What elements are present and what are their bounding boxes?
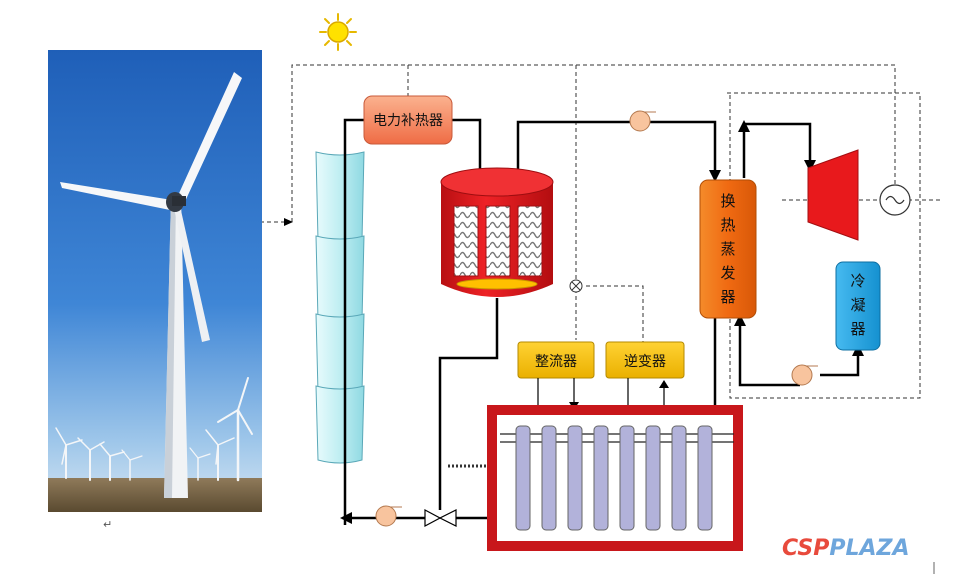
condenser-label-2: 凝	[850, 296, 865, 314]
steam-generator	[699, 179, 757, 319]
condenser-label-1: 冷	[850, 272, 865, 290]
wind-turbine-photo	[48, 50, 262, 512]
turbine-blade-top	[176, 72, 242, 208]
pump-icon	[629, 110, 656, 132]
sky	[48, 50, 262, 512]
tank-coil	[517, 205, 543, 277]
turbine-blade-left	[60, 182, 172, 210]
steam-generator-label-4: 发	[720, 264, 735, 282]
solar-collector	[315, 151, 365, 464]
steam-generator-label-3: 蒸	[720, 240, 735, 258]
inverter-label: 逆变器	[624, 354, 666, 370]
steam-generator-label-1: 换	[720, 192, 735, 210]
turbine-blade-bottom	[174, 206, 210, 342]
arrow-into-exchanger	[709, 170, 721, 182]
electric-heater	[363, 95, 453, 145]
storage-unit	[487, 405, 743, 551]
steam-generator-label-5: 器	[720, 288, 735, 306]
control-arrowhead	[284, 218, 293, 226]
csp-plaza-logo: CSPPLAZA	[782, 536, 910, 561]
distant-turbines	[55, 377, 253, 482]
steam-generator-label-2: 热	[720, 216, 735, 234]
return-mark: ↵	[103, 518, 112, 531]
generator-icon	[879, 184, 911, 216]
turbine	[807, 149, 859, 241]
rectifier-label: 整流器	[535, 354, 577, 370]
tank-heater-element	[456, 278, 538, 290]
control-lines	[262, 64, 940, 468]
three-way-valve-icon	[424, 509, 457, 527]
pump-icon	[791, 364, 818, 386]
pump-icon	[375, 505, 402, 527]
tank-coil	[453, 205, 479, 277]
arrow-exchanger-to-turbine	[738, 120, 750, 132]
rectifier	[517, 341, 595, 379]
tank-coil	[485, 205, 511, 277]
arrow-into-exchanger-bottom	[734, 314, 746, 326]
ground	[48, 478, 262, 512]
valve-icon	[569, 279, 583, 293]
condenser	[835, 261, 881, 351]
arrow-return	[340, 512, 352, 524]
electric-heater-label: 电力补热器	[373, 113, 443, 129]
heat-storage-tank	[440, 167, 554, 297]
inverter	[605, 341, 685, 379]
process-pipes	[343, 118, 860, 525]
sun-icon	[319, 13, 357, 51]
condenser-label-3: 器	[850, 320, 865, 338]
wind-turbine-photo-art	[48, 50, 262, 512]
